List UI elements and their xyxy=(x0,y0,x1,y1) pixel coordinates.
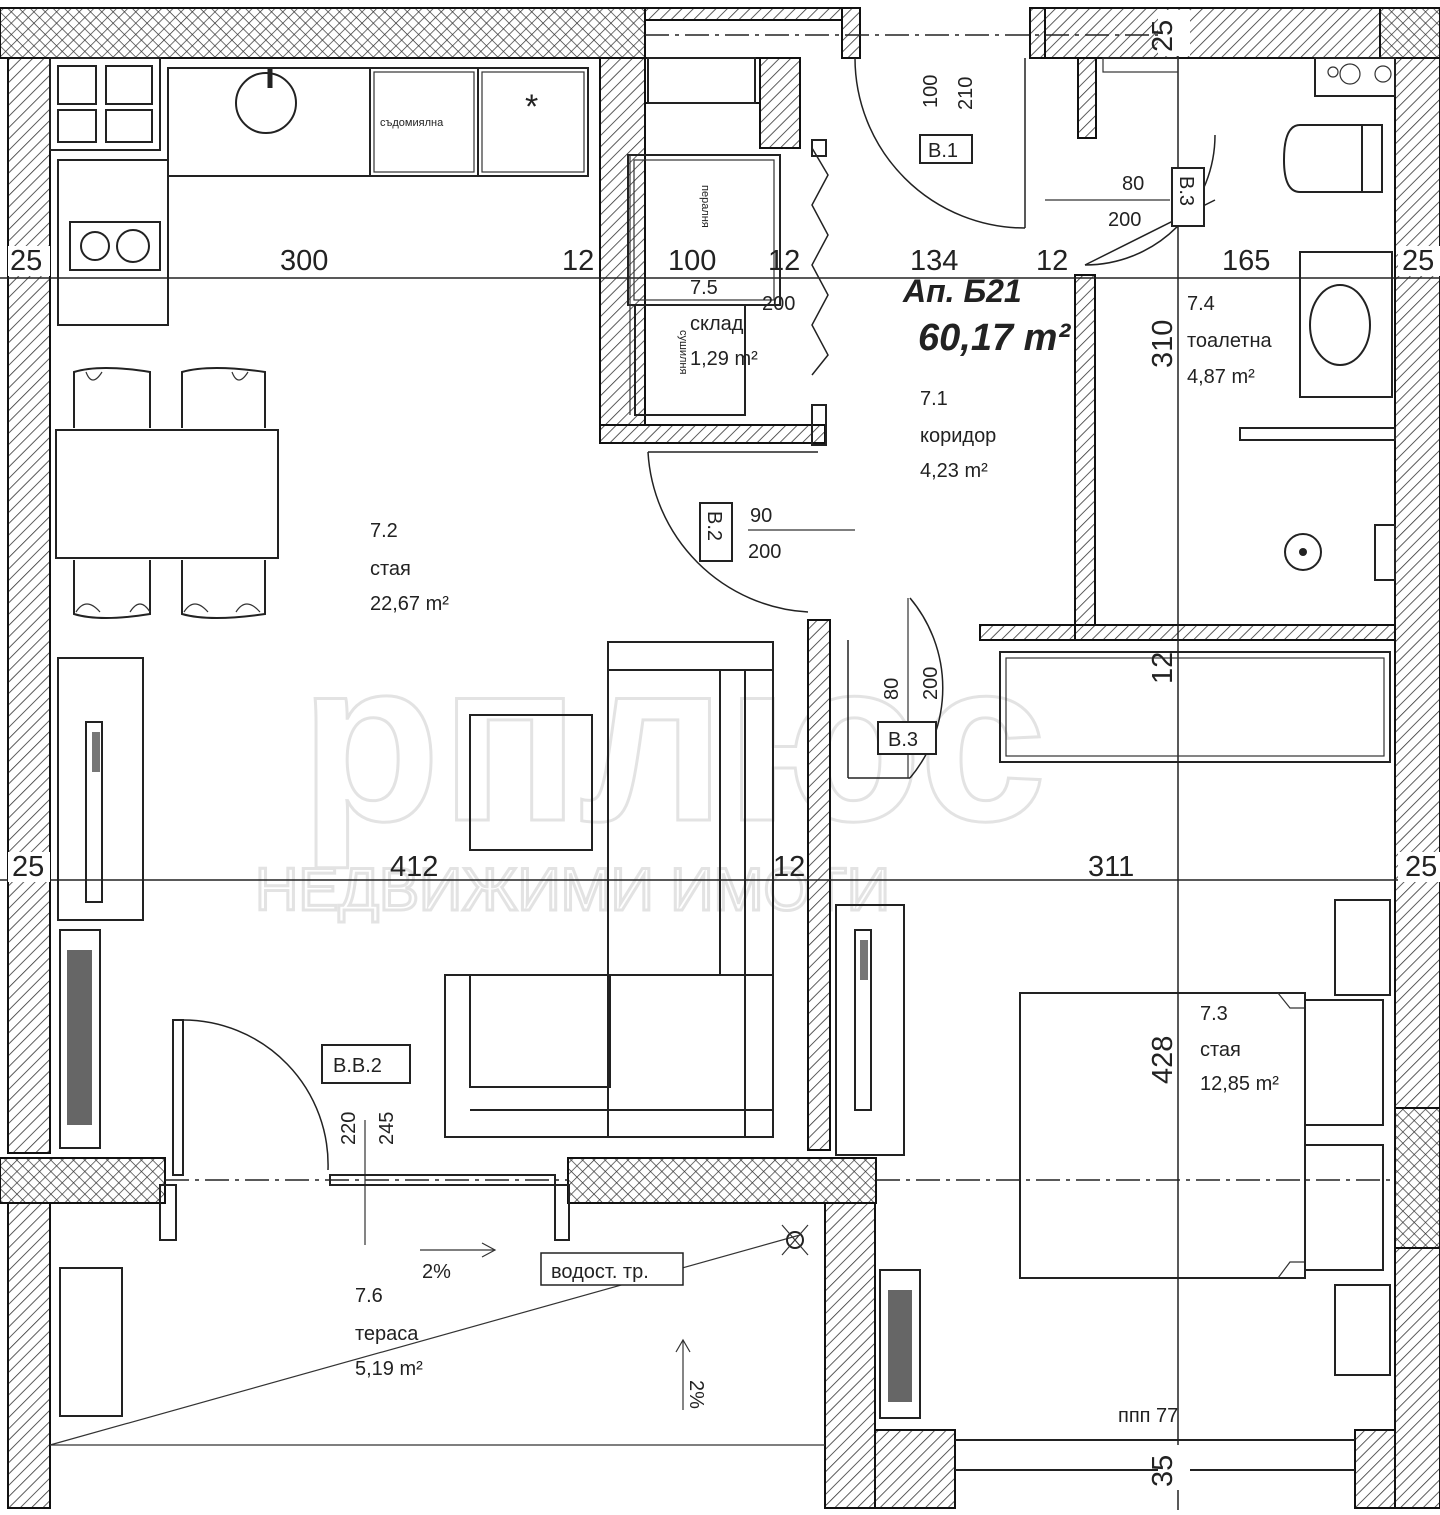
washer-label: пералня xyxy=(699,185,711,228)
toilet-room xyxy=(1102,57,1396,581)
door-b2-height: 200 xyxy=(748,541,781,563)
room-label-7-5: 7.5 склад 1,29 m² 200 xyxy=(690,277,795,370)
room-id: 7.6 xyxy=(355,1285,383,1307)
door-b1-width: 100 xyxy=(920,75,942,108)
door-b1-tag-text: В.1 xyxy=(928,140,958,162)
dim-top-2: 12 xyxy=(562,245,594,277)
room-name: стая xyxy=(370,558,411,580)
vertical-dimensions: 25 310 12 428 35 xyxy=(1147,10,1190,1490)
room-id: 7.5 xyxy=(690,277,718,299)
walls xyxy=(0,7,1440,1509)
dim-mid-1: 412 xyxy=(390,851,438,883)
door-b2-tag xyxy=(699,502,733,562)
dim-v-1: 310 xyxy=(1147,320,1179,368)
dim-top-8: 25 xyxy=(1402,245,1434,277)
slope-label-2: 2% xyxy=(685,1380,707,1409)
dim-top-0: 25 xyxy=(10,245,42,277)
door-vv2-width: 220 xyxy=(338,1112,360,1145)
dim-mid-3: 311 xyxy=(1088,851,1134,883)
apartment-title: Ап. Б21 60,17 m² xyxy=(902,273,1071,359)
door-b2-tag-text: В.2 xyxy=(703,511,725,541)
room-id: 7.1 xyxy=(920,388,948,410)
dim-top-5: 134 xyxy=(910,245,958,277)
room-id: 7.2 xyxy=(370,520,398,542)
room-label-7-3: 7.3 стая 12,85 m² xyxy=(1200,1003,1279,1095)
sink-icon xyxy=(235,72,297,134)
room-name: склад xyxy=(690,313,744,335)
door-b2-width: 90 xyxy=(750,505,772,527)
dim-v-4: 35 xyxy=(1147,1455,1179,1487)
room-name: тераса xyxy=(355,1323,419,1345)
dining-table xyxy=(55,367,279,619)
storage-door-width: 200 xyxy=(762,293,795,315)
dryer-label: сушилня xyxy=(677,330,689,374)
bedroom-furniture xyxy=(835,651,1391,1419)
door-b3b-tag xyxy=(1171,167,1205,227)
door-vv2-height: 245 xyxy=(376,1112,398,1145)
dim-v-0: 25 xyxy=(1147,20,1179,52)
dim-mid-2: 12 xyxy=(773,851,805,883)
room-label-7-1: 7.1 коридор 4,23 m² xyxy=(920,388,996,482)
dim-top-4: 12 xyxy=(768,245,800,277)
apartment-name: Ап. Б21 xyxy=(902,273,1022,309)
room-label-7-6: 7.6 тераса 5,19 m² xyxy=(355,1285,423,1380)
door-b3b-tag-text: В.3 xyxy=(1175,176,1197,206)
door-b3b-height: 200 xyxy=(1108,209,1141,231)
dim-v-2: 12 xyxy=(1147,652,1179,684)
top-dimensions: 25 300 12 100 12 134 12 165 25 xyxy=(8,245,1440,277)
room-name: стая xyxy=(1200,1039,1241,1061)
door-b3a-height: 200 xyxy=(920,667,942,700)
mid-dimensions: 25 412 12 311 25 xyxy=(8,851,1440,883)
door-b3a-tag xyxy=(877,721,937,755)
room-name: тоалетна xyxy=(1187,330,1273,352)
room-id: 7.4 xyxy=(1187,293,1215,315)
dim-v-3: 428 xyxy=(1147,1036,1179,1084)
terrace: 2% 2% водост. тр. xyxy=(49,1120,825,1446)
storage-room: пералня сушилня xyxy=(627,139,829,446)
fridge-mark: * xyxy=(525,88,538,126)
apartment-area: 60,17 m² xyxy=(918,317,1071,359)
room-area: 4,87 m² xyxy=(1187,366,1255,388)
door-b3a-width: 80 xyxy=(881,678,903,700)
dim-top-6: 12 xyxy=(1036,245,1068,277)
door-vv2-tag-text: В.В.2 xyxy=(333,1055,382,1077)
room-area: 5,19 m² xyxy=(355,1358,423,1380)
door-b1-height: 210 xyxy=(955,77,977,110)
door-b3a-tag-text: В.3 xyxy=(888,729,918,751)
room-label-7-2: 7.2 стая 22,67 m² xyxy=(370,520,449,615)
room-area: 22,67 m² xyxy=(370,593,449,615)
kitchen: съдомиялна * xyxy=(49,57,589,326)
room-area: 4,23 m² xyxy=(920,460,988,482)
room-area: 12,85 m² xyxy=(1200,1073,1279,1095)
watermark-tagline: НЕДВИЖИМИ ИМОТИ xyxy=(255,856,890,923)
drain-tag xyxy=(540,1252,684,1286)
slope-label: 2% xyxy=(422,1261,451,1283)
room-area: 1,29 m² xyxy=(690,348,758,370)
dishwasher-label: съдомиялна xyxy=(380,117,444,129)
doors: 100 210 В.1 80 200 В.3 90 200 В.2 80 200… xyxy=(159,57,1216,1241)
dim-mid-0: 25 xyxy=(12,851,44,883)
living-furniture xyxy=(57,641,774,1149)
room-label-7-4: 7.4 тоалетна 4,87 m² xyxy=(1187,293,1273,388)
room-id: 7.3 xyxy=(1200,1003,1228,1025)
floor-level-label: ппп 77 xyxy=(1118,1405,1178,1427)
dim-top-3: 100 xyxy=(668,245,716,277)
dim-top-1: 300 xyxy=(280,245,328,277)
door-vv2-tag xyxy=(321,1044,411,1084)
door-b1-tag xyxy=(919,134,973,164)
drain-label: водост. тр. xyxy=(551,1261,649,1283)
dim-top-7: 165 xyxy=(1222,245,1270,277)
room-name: коридор xyxy=(920,425,996,447)
door-b3b-width: 80 xyxy=(1122,173,1144,195)
dim-mid-4: 25 xyxy=(1405,851,1437,883)
